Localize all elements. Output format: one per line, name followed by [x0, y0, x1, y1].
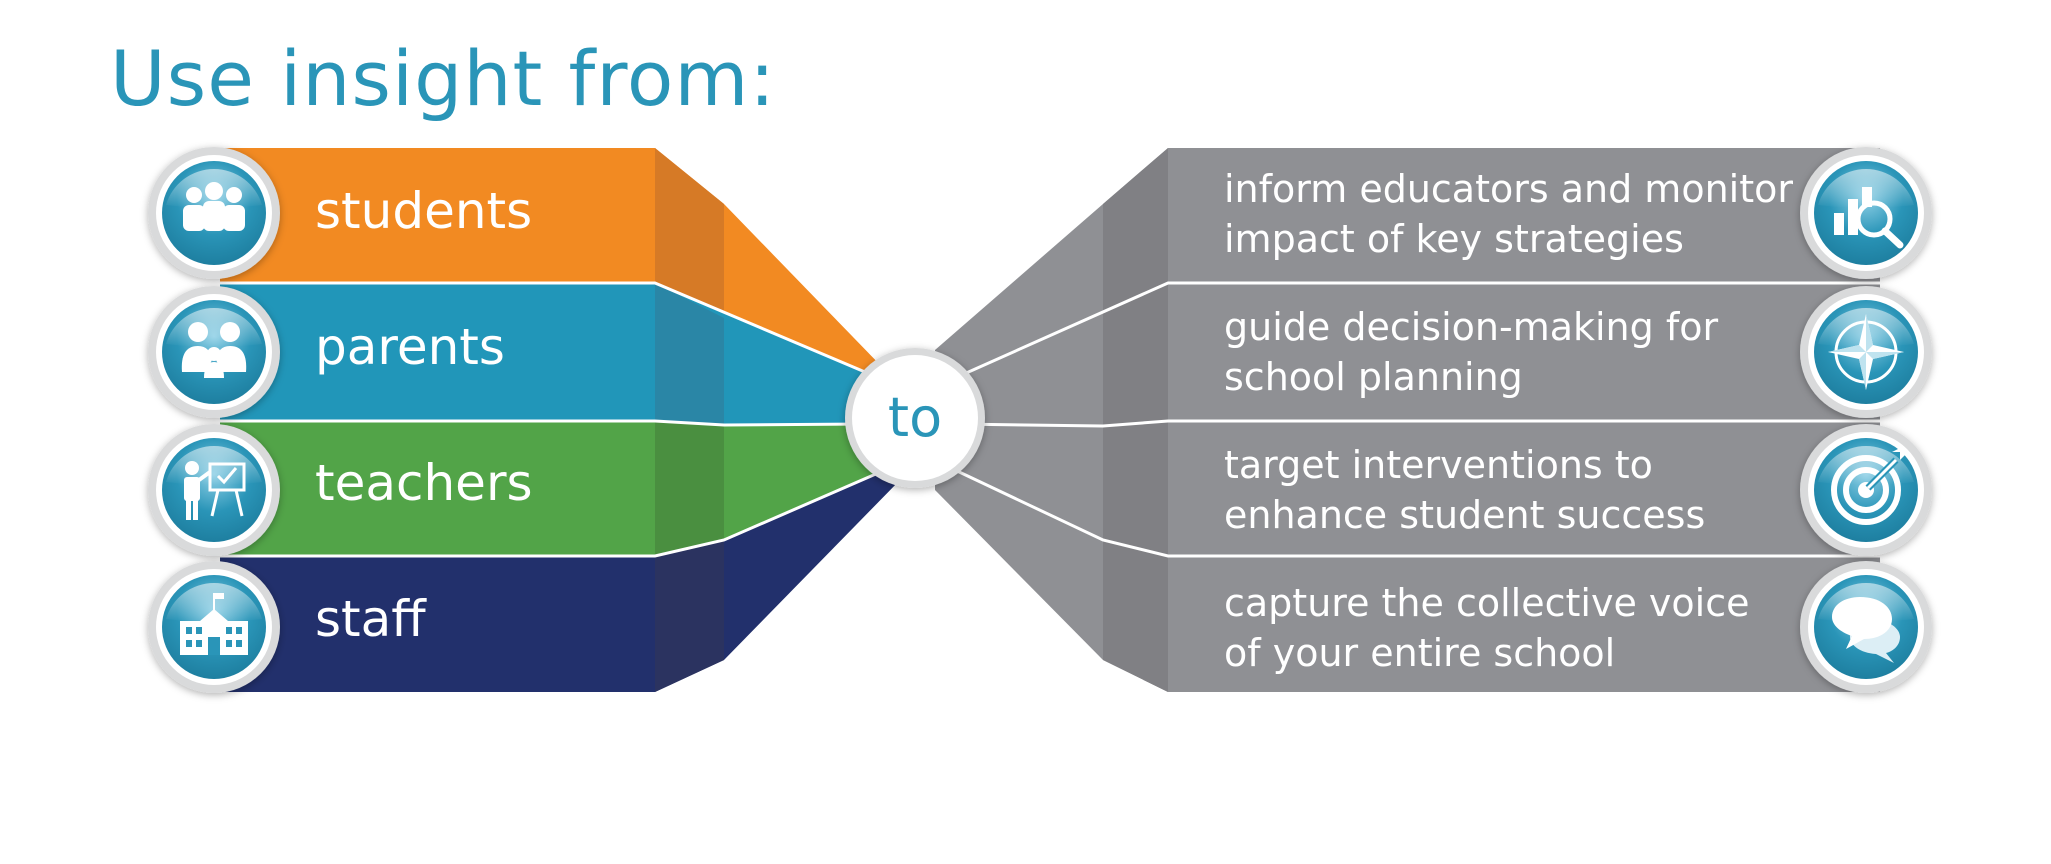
outcome-4-line1: capture the collective voice [1224, 581, 1749, 625]
teacher-board-icon [148, 424, 280, 556]
band-staff-shade [655, 540, 724, 692]
hub: to [845, 348, 985, 488]
outcome-bands [935, 148, 1880, 692]
band-students-shade [655, 148, 724, 318]
source-label-staff: staff [315, 590, 427, 648]
outcome-1-line2: impact of key strategies [1224, 217, 1684, 261]
outcome-4-line2: of your entire school [1224, 631, 1615, 675]
hub-label: to [888, 386, 942, 449]
outcome-2-line2: school planning [1224, 355, 1523, 399]
source-label-teachers: teachers [315, 454, 533, 512]
outcome-3-line2: enhance student success [1224, 493, 1705, 537]
compass-icon [1800, 286, 1932, 418]
band-teachers-shade [655, 421, 724, 556]
source-bands [220, 148, 900, 692]
family-icon [148, 286, 280, 418]
band-parents-shade [655, 283, 724, 425]
target-arrow-icon [1800, 424, 1932, 556]
school-building-icon [148, 561, 280, 693]
band-staff [220, 470, 900, 692]
outcome-2-line1: guide decision-making for [1224, 305, 1718, 349]
students-group-icon [148, 147, 280, 279]
speech-bubbles-icon [1800, 561, 1932, 693]
page-title: Use insight from: [110, 34, 776, 123]
outcome-3-line1: target interventions to [1224, 443, 1653, 487]
outcome-funnel-shade [1103, 148, 1168, 692]
chart-magnifier-icon [1800, 147, 1932, 279]
outcome-1-line1: inform educators and monitor [1224, 167, 1793, 211]
source-label-parents: parents [315, 318, 505, 376]
source-label-students: students [315, 182, 532, 240]
